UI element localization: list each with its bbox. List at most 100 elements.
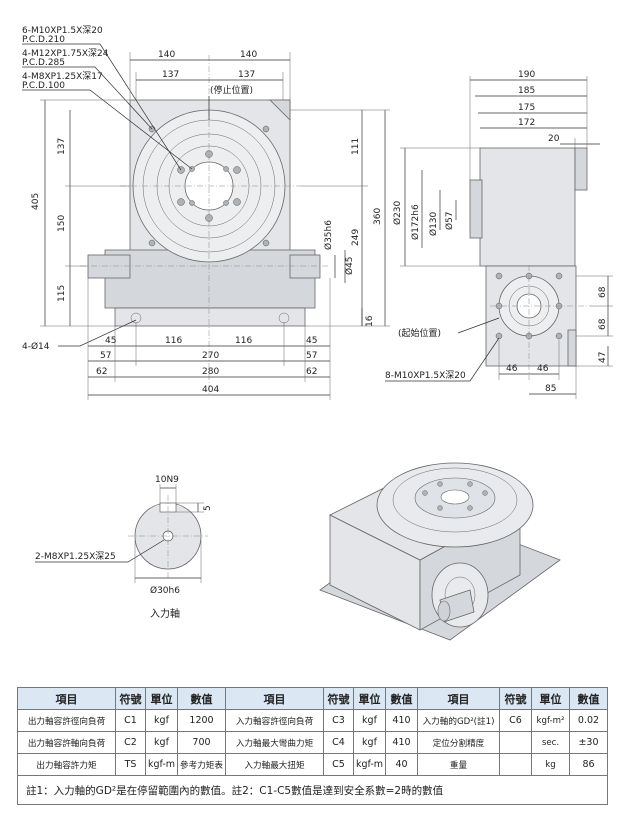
table-cell: C4 xyxy=(323,731,354,754)
dim-b-62-left: 62 xyxy=(96,367,107,377)
header-unit-2: 單位 xyxy=(353,687,386,710)
dim-b-270: 270 xyxy=(202,351,219,361)
side-view: 190 185 175 172 20 Ø230 Ø172h6 Ø130 Ø57 … xyxy=(385,70,613,399)
front-shaft-right xyxy=(289,254,321,279)
table-cell: C6 xyxy=(499,709,532,732)
table-cell: 入力軸最大扭矩 xyxy=(225,753,324,776)
header-item-1: 項目 xyxy=(17,687,116,710)
callout-start-position: (起始位置) xyxy=(398,327,441,339)
table-cell: 入力軸的GD²(註1) xyxy=(417,709,500,732)
dim-w-46-left: 46 xyxy=(506,364,518,374)
table-cell: C2 xyxy=(115,731,146,754)
dim-w-20: 20 xyxy=(548,134,560,144)
front-view: 6-M10XP1.5X深20 P.C.D.210 4-M12XP1.75X深24… xyxy=(22,25,390,400)
input-shaft-detail: 10N9 5 2-M8XP1.25X深25 Ø30h6 入力軸 xyxy=(35,475,213,620)
side-housing xyxy=(479,147,576,267)
table-cell: kgf-m xyxy=(353,753,386,776)
callout-top-holes-1-pcd: P.C.D.210 xyxy=(22,35,65,45)
table-cell: 重量 xyxy=(417,753,500,776)
callout-top-holes-2: 4-M12XP1.75X深24 xyxy=(22,48,109,59)
table-cell: C1 xyxy=(115,709,146,732)
callout-top-holes-3: 4-M8XP1.25X深17 xyxy=(22,71,103,82)
table-row: 出力軸容許徑向負荷 C1 kgf 1200 入力軸容許徑向負荷 C3 kgf 4… xyxy=(17,709,608,732)
header-value-3: 數值 xyxy=(569,687,608,710)
dim-w-46-right: 46 xyxy=(537,364,549,374)
note-row: 註1：入力軸的GD²是在停留範圍內的數值。註2：C1-C5數值是達到安全系數=2… xyxy=(17,775,608,805)
spec-table: 項目 符號 單位 數值 項目 符號 單位 數值 項目 符號 單位 數值 出力軸容… xyxy=(17,687,608,805)
table-cell: C3 xyxy=(323,709,354,732)
table-cell: 出力軸容許徑向負荷 xyxy=(17,709,116,732)
table-cell: 定位分割精度 xyxy=(417,731,500,754)
header-symbol-2: 符號 xyxy=(323,687,354,710)
dim-b-57-left: 57 xyxy=(100,351,111,361)
dim-top-140-right: 140 xyxy=(240,50,257,60)
front-base-plate xyxy=(114,307,306,327)
table-cell: kgf xyxy=(353,709,386,732)
dim-w-172: 172 xyxy=(518,118,535,128)
dim-d-230: Ø230 xyxy=(392,200,403,225)
callout-top-holes-1: 6-M10XP1.5X深20 xyxy=(22,25,103,36)
dim-top-137-left: 137 xyxy=(162,70,179,80)
table-cell: 700 xyxy=(177,731,226,754)
table-cell: sec. xyxy=(531,731,570,754)
dim-h-111: 111 xyxy=(351,138,361,155)
dim-w-190: 190 xyxy=(518,70,535,80)
dim-h-68-top: 68 xyxy=(598,286,608,298)
dim-b-116-right: 116 xyxy=(235,336,252,346)
callout-stop-position: (停止位置) xyxy=(210,84,253,96)
callout-top-holes-2-pcd: P.C.D.285 xyxy=(22,58,65,68)
table-cell: 0.02 xyxy=(569,709,608,732)
header-value-2: 數值 xyxy=(385,687,418,710)
spec-header-row: 項目 符號 單位 數值 項目 符號 單位 數值 項目 符號 單位 數值 xyxy=(17,687,608,710)
dim-h-115: 115 xyxy=(57,285,67,302)
table-cell xyxy=(499,753,532,776)
table-cell: ±30 xyxy=(569,731,608,754)
dim-h-47: 47 xyxy=(598,352,608,363)
dim-b-280: 280 xyxy=(202,367,219,377)
dim-d-57: Ø57 xyxy=(444,211,455,230)
table-cell: 出力軸容許軸向負荷 xyxy=(17,731,116,754)
table-cell: kgf-m xyxy=(145,753,178,776)
dim-d-130: Ø130 xyxy=(428,211,439,236)
table-cell: 86 xyxy=(569,753,608,776)
dim-top-140-left: 140 xyxy=(158,50,175,60)
table-cell: kgf xyxy=(145,709,178,732)
callout-shaft-tap: 2-M8XP1.25X深25 xyxy=(35,551,116,562)
dim-b-45-left: 45 xyxy=(105,336,116,346)
dim-b-45-right: 45 xyxy=(306,336,317,346)
isometric-view xyxy=(319,462,561,641)
dim-keyway: 10N9 xyxy=(155,475,179,485)
header-value-1: 數值 xyxy=(177,687,226,710)
dim-d-172h6: Ø172h6 xyxy=(410,204,421,240)
dim-b-57-right: 57 xyxy=(306,351,317,361)
dim-h-16: 16 xyxy=(365,315,375,327)
table-cell: 參考力矩表 xyxy=(177,753,226,776)
table-cell: TS xyxy=(115,753,146,776)
dim-d-45: Ø45 xyxy=(344,256,355,275)
dim-w-185: 185 xyxy=(518,86,535,96)
technical-drawing: 6-M10XP1.5X深20 P.C.D.210 4-M12XP1.75X深24… xyxy=(22,25,613,641)
dim-h-150: 150 xyxy=(57,215,67,232)
front-shaft-left xyxy=(87,254,131,279)
table-cell: 40 xyxy=(385,753,418,776)
table-row: 出力軸容許軸向負荷 C2 kgf 700 入力軸最大彎曲力矩 C4 kgf 41… xyxy=(17,731,608,754)
table-row: 出力軸容許力矩 TS kgf-m 參考力矩表 入力軸最大扭矩 C5 kgf-m … xyxy=(17,753,608,776)
dim-h-249: 249 xyxy=(351,229,361,246)
dim-h-137: 137 xyxy=(57,138,67,155)
dim-w-85: 85 xyxy=(545,384,556,394)
dim-h-360: 360 xyxy=(373,208,383,225)
table-cell: kgf xyxy=(353,731,386,754)
table-cell: 410 xyxy=(385,731,418,754)
input-shaft-label: 入力軸 xyxy=(150,607,180,620)
callout-top-holes-3-pcd: P.C.D.100 xyxy=(22,81,65,91)
dim-top-137-right: 137 xyxy=(238,70,255,80)
table-cell: kgf xyxy=(145,731,178,754)
dim-b-404: 404 xyxy=(202,385,219,395)
callout-side-holes: 8-M10XP1.5X深20 xyxy=(385,370,466,381)
table-cell: C5 xyxy=(323,753,354,776)
callout-base-holes: 4-Ø14 xyxy=(22,341,50,352)
header-symbol-1: 符號 xyxy=(115,687,146,710)
header-unit-3: 單位 xyxy=(531,687,570,710)
table-cell xyxy=(499,731,532,754)
table-cell: 入力軸最大彎曲力矩 xyxy=(225,731,324,754)
